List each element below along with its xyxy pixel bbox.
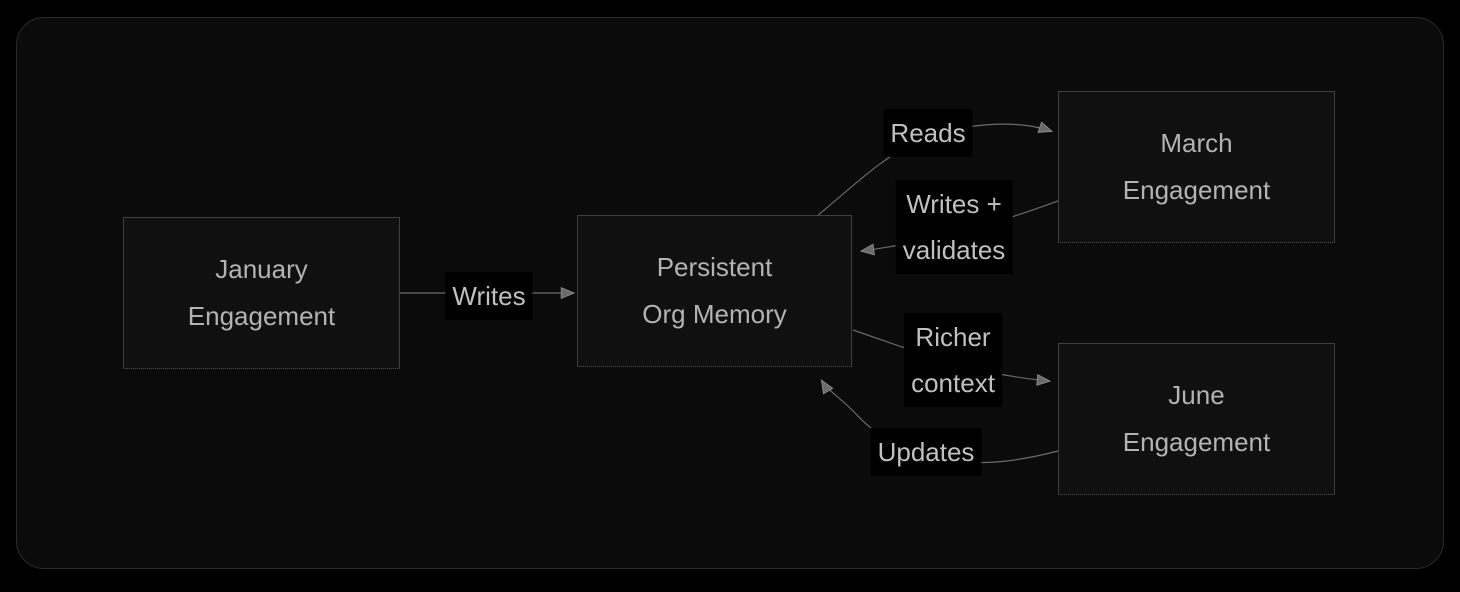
edge-label-reads-text: Reads xyxy=(890,118,966,148)
edge-label-updates: Updates xyxy=(870,428,982,476)
node-march-line2: Engagement xyxy=(1122,175,1271,205)
node-june-engagement: June Engagement xyxy=(1058,343,1335,495)
edge-label-writes-validates-line1: Writes + xyxy=(906,189,1002,219)
edge-label-writes-validates-line2: validates xyxy=(902,235,1006,265)
edge-label-richer-context-line1: Richer xyxy=(915,322,991,352)
node-persistent-line2: Org Memory xyxy=(642,299,787,329)
node-persistent-line1: Persistent xyxy=(656,252,773,282)
edge-label-writes-text: Writes xyxy=(452,281,526,311)
node-january-line2: Engagement xyxy=(187,301,336,331)
edge-label-richer-context-line2: context xyxy=(911,368,995,398)
node-march-line1: March xyxy=(1160,128,1233,158)
node-persistent-org-memory: Persistent Org Memory xyxy=(577,215,852,367)
node-june-line2: Engagement xyxy=(1122,427,1271,457)
node-june-line1: June xyxy=(1168,380,1225,410)
node-march-engagement: March Engagement xyxy=(1058,91,1335,243)
edge-label-writes-validates: Writes + validates xyxy=(895,180,1013,274)
edge-label-reads: Reads xyxy=(883,109,973,157)
edge-label-writes: Writes xyxy=(445,272,533,320)
node-january-line1: January xyxy=(215,254,308,284)
edge-label-richer-context: Richer context xyxy=(904,313,1002,407)
node-january-engagement: January Engagement xyxy=(123,217,400,369)
edge-label-updates-text: Updates xyxy=(877,437,975,467)
